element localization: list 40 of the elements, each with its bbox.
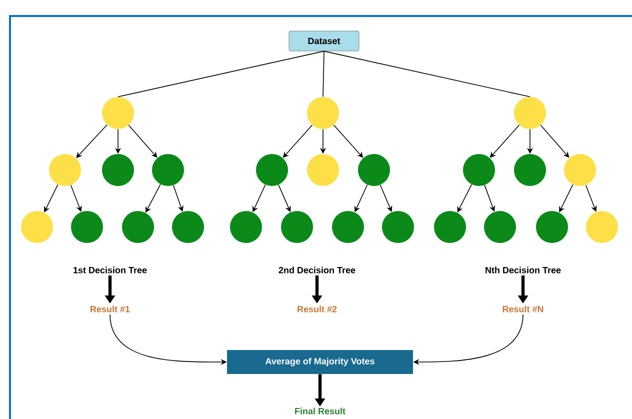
tree-node-circle (463, 154, 495, 186)
result-label: Result #2 (298, 306, 337, 312)
tree-label: 1st Decision Tree (74, 266, 147, 274)
tree-node-circle (49, 154, 81, 186)
tree-node-circle (514, 97, 546, 129)
tree-node-circle (230, 211, 262, 243)
tree-node-circle (514, 154, 546, 186)
tree-node-circle (434, 211, 466, 243)
connector-line (322, 50, 324, 98)
tree-node-circle (564, 154, 596, 186)
tree-node-circle (382, 211, 414, 243)
result-label: Result #N (502, 306, 544, 312)
tree-label: 2nd Decision Tree (278, 266, 356, 274)
tree-node-circle (152, 154, 184, 186)
tree-node-circle (536, 211, 568, 243)
connector-line (324, 50, 530, 98)
tree-node-circle (484, 211, 516, 243)
result-label: Result #1 (90, 306, 130, 312)
tree-arrow (128, 124, 158, 158)
tree-node-circle (586, 211, 618, 243)
average-box: Average of Majority Votes (227, 350, 413, 374)
tree-node-circle (281, 211, 313, 243)
tree-arrow (44, 184, 58, 212)
final-result-label: Final Result (295, 408, 346, 414)
tree-arrow (559, 184, 574, 212)
tree-node-circle (332, 211, 364, 243)
tree-node-circle (102, 154, 134, 186)
tree-node-circle (307, 97, 339, 129)
tree-node-circle (122, 211, 154, 243)
tree-label: Nth Decision Tree (486, 266, 561, 274)
tree-node-circle (172, 211, 204, 243)
dataset-box: Dataset (288, 30, 360, 52)
tree-node-circle (307, 154, 339, 186)
tree-node-circle (71, 211, 103, 243)
tree-node-circle (21, 211, 53, 243)
tree-node-circle (102, 97, 134, 129)
connector-line (118, 50, 324, 98)
tree-node-circle (256, 154, 288, 186)
tree-node-circle (358, 154, 390, 186)
tree-arrow (540, 124, 570, 158)
